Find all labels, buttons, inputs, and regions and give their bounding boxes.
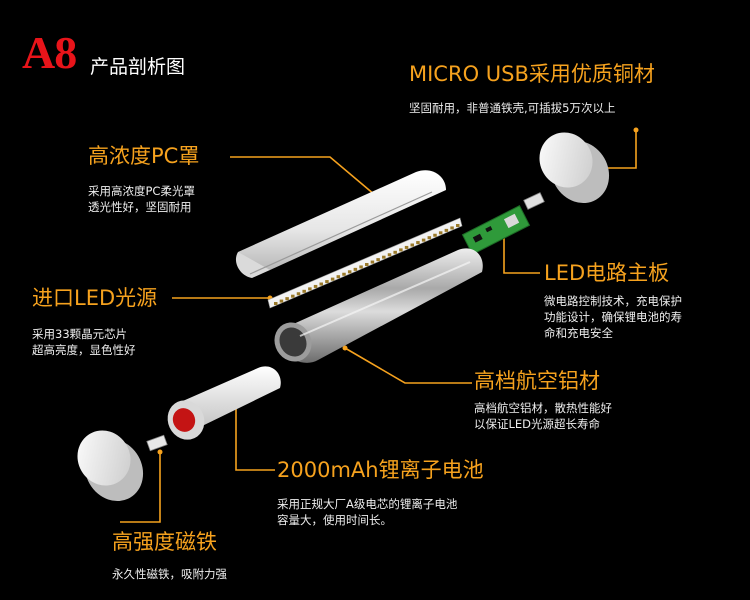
micro-usb-connector [523,192,545,210]
led-chip [370,260,375,264]
led-chip [330,277,335,281]
led-chip [291,294,295,298]
aluminum-title: 高档航空铝材 [474,369,600,393]
usb-title: MICRO USB采用优质铜材 [409,62,655,86]
led-chip [347,270,352,274]
circuit-board-desc: 微电路控制技术，充电保护 功能设计，确保锂电池的寿 命和充电安全 [544,294,682,340]
led-chip [450,226,454,230]
lithium-battery [167,366,281,440]
pc-cover-title: 高浓度PC罩 [88,144,200,168]
led-chip [274,302,278,305]
led-chip [308,287,312,291]
pc-cover-desc: 采用高浓度PC柔光罩 透光性好，坚固耐用 [88,184,195,214]
led-source-title: 进口LED光源 [32,286,158,310]
aluminum-desc: 高档航空铝材，散热性能好 以保证LED光源超长寿命 [474,401,612,431]
led-source-desc: 采用33颗晶元芯片 超高亮度，显色性好 [32,327,136,357]
led-chip [359,265,363,269]
led-chip [387,253,392,257]
led-chip [336,275,341,279]
led-chip [279,299,284,303]
magnet-desc: 永久性磁铁，吸附力强 [112,567,227,581]
led-chip [410,243,414,247]
led-chip [365,263,369,266]
usb-end-cap [539,132,610,204]
led-chip [376,258,380,262]
led-chip [285,297,289,301]
led-chip [342,272,346,276]
aluminum-housing [274,248,483,363]
led-chip [444,228,449,232]
circuit-board-title: LED电路主板 [544,261,670,285]
pc-diffuser-cover [235,170,446,278]
model-badge: A8 [22,27,77,78]
led-chip [421,238,426,242]
magnet-title: 高强度磁铁 [112,530,217,554]
led-chip [302,289,306,293]
led-chip [438,231,443,235]
battery-title: 2000mAh锂离子电池 [277,458,484,482]
led-chip [319,282,323,286]
battery-desc: 采用正规大厂A级电芯的锂离子电池 容量大，使用时间长。 [277,497,458,527]
led-chip [296,292,301,296]
led-chip [325,280,329,284]
led-chip [399,248,403,252]
led-chip [393,250,397,254]
led-strip [267,217,463,309]
led-chip [404,245,409,249]
usb-desc: 坚固耐用，非普通铁壳,可插拔5万次以上 [409,101,616,115]
led-circuit-board [461,204,531,256]
led-chip [456,224,460,227]
led-chip [382,255,386,259]
led-chip [433,233,437,237]
led-chip [353,267,358,271]
led-chip [313,284,318,288]
led-chip [416,241,420,245]
led-chip [427,236,432,240]
magnet-piece [146,434,168,452]
page-title: 产品剖析图 [90,56,186,78]
magnet-end-cap [77,430,144,502]
